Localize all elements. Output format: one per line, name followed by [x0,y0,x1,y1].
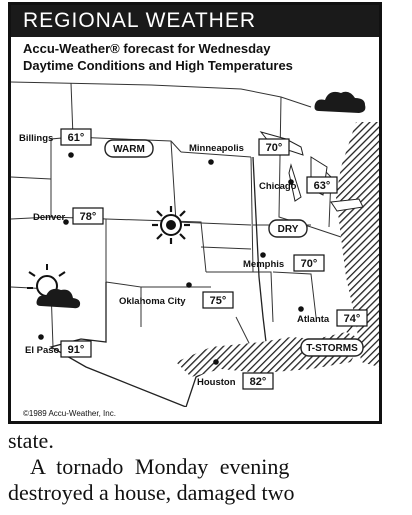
east-coast-storm-area [336,122,379,367]
svg-text:Minneapolis: Minneapolis [189,143,244,154]
city-label-minneapolis: Minneapolis 70° [189,138,290,156]
svg-text:74°: 74° [344,313,361,325]
weather-map-panel: REGIONAL WEATHER Accu-Weather® forecast … [8,2,382,424]
partly-cloudy-icon [27,264,81,309]
us-map: WARM DRY T-STORMS [11,81,379,407]
svg-text:Billings: Billings [19,133,53,144]
panel-title: REGIONAL WEATHER [11,5,379,37]
article-line: state. [8,428,54,453]
svg-text:Houston: Houston [197,377,236,388]
article-text: state. A tornado Monday evening destroye… [8,428,406,506]
city-label-denver: Denver 78° [33,207,104,225]
svg-text:Memphis: Memphis [243,259,284,270]
city-label-billings: Billings 61° [19,128,92,146]
city-dots [38,152,304,365]
svg-text:Atlanta: Atlanta [297,314,330,325]
mississippi-river [252,156,270,368]
svg-text:Denver: Denver [33,212,66,223]
forecast-subtitle-line2: Daytime Conditions and High Temperatures [23,58,293,73]
svg-text:70°: 70° [266,142,283,154]
region-label-dry: DRY [268,219,308,238]
sun-icon [152,206,190,244]
city-label-atlanta: Atlanta 74° [297,309,368,327]
forecast-subtitle-line1: Accu-Weather® forecast for Wednesday [23,41,271,56]
svg-text:75°: 75° [210,295,227,307]
article-line: destroyed a house, damaged two [8,480,295,505]
svg-text:T-STORMS: T-STORMS [306,343,358,354]
city-label-chicago: Chicago 63° [259,176,338,194]
svg-text:78°: 78° [80,211,97,223]
svg-text:El Paso: El Paso [25,345,60,356]
cloud-icon [314,91,366,113]
great-lakes [259,131,364,212]
city-label-el-paso: El Paso 91° [25,340,92,358]
region-label-warm: WARM [104,139,154,158]
svg-text:61°: 61° [68,132,85,144]
city-label-oklahoma-city: Oklahoma City 75° [119,291,234,309]
svg-text:Oklahoma City: Oklahoma City [119,296,186,307]
svg-text:63°: 63° [314,180,331,192]
city-label-memphis: Memphis 70° [243,254,325,272]
svg-text:DRY: DRY [278,224,299,235]
svg-text:82°: 82° [250,376,267,388]
svg-text:WARM: WARM [113,144,145,155]
svg-text:Chicago: Chicago [259,181,297,192]
article-line: A tornado Monday evening [30,454,290,479]
city-label-houston: Houston 82° [197,372,274,390]
svg-text:70°: 70° [301,258,318,270]
region-label-t-storms: T-STORMS [300,338,364,357]
copyright-credit: ©1989 Accu-Weather, Inc. [23,409,116,418]
svg-text:91°: 91° [68,344,85,356]
